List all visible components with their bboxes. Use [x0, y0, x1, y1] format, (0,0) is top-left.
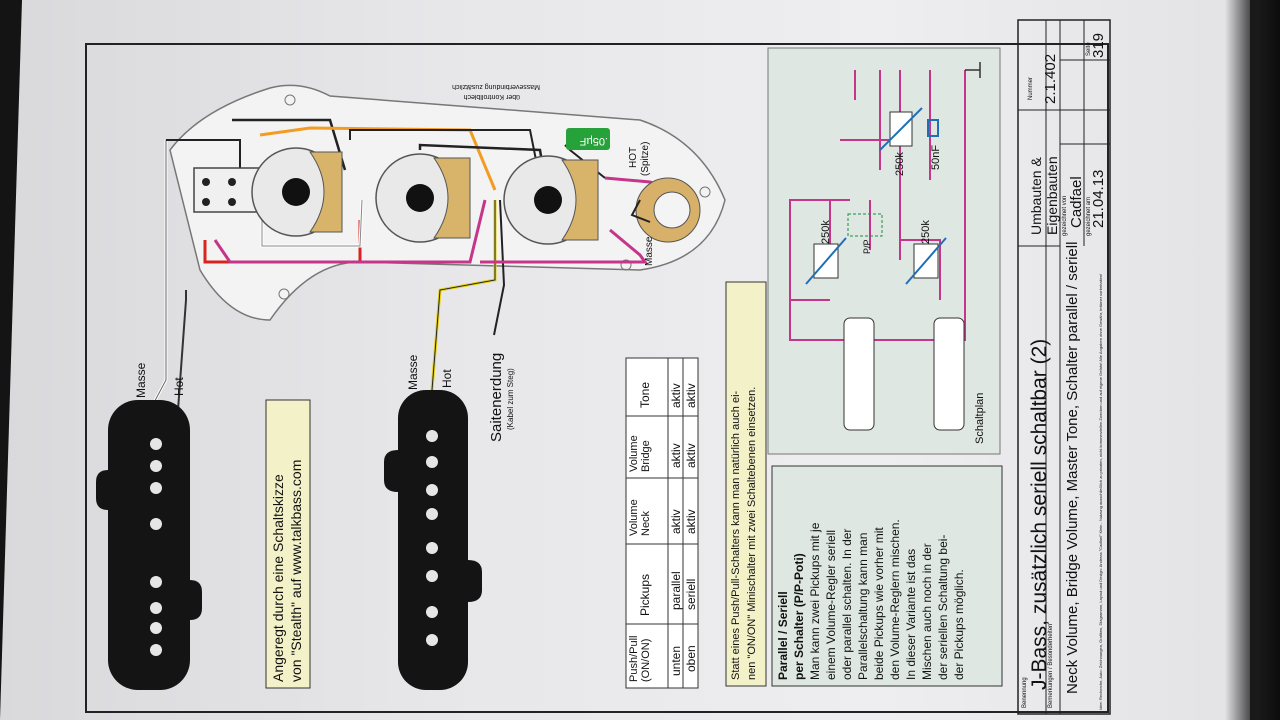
- bridge-masse-label: Masse: [406, 354, 420, 390]
- schematic-pot2: 250k: [820, 220, 832, 244]
- hot-spitze-line2: (Spitze): [640, 141, 651, 176]
- table-cell: aktiv: [684, 443, 698, 468]
- table-cell: aktiv: [684, 509, 698, 534]
- hot-spitze-line1: HOT: [628, 146, 639, 168]
- saitenerdung-label: Saitenerdung: [488, 352, 505, 442]
- massverbindung-line2: über Kontrollblech: [463, 93, 520, 100]
- schematic-pot1: 250k: [894, 152, 906, 176]
- info-line: In dieser Variante ist das: [904, 548, 918, 680]
- neck-volume-pot: [251, 147, 343, 237]
- info-line: beide Pickups wie vorher mit: [872, 527, 886, 680]
- neck-pickup: [96, 400, 202, 690]
- table-header-volume-neck: Volume Neck: [628, 499, 652, 536]
- tone-capacitor: [566, 128, 610, 150]
- table-header-tone: Tone: [638, 381, 652, 408]
- info-heading2: per Schalter (P/P-Poti): [792, 553, 806, 680]
- jack-masse-label: Masse: [644, 236, 655, 266]
- nummer-label: Nummer: [1028, 76, 1034, 100]
- saitenerdung-sub: (Kabel zum Steg): [506, 368, 515, 430]
- info-box: [771, 465, 1003, 687]
- neck-masse-label: Masse: [134, 362, 148, 398]
- neck-hot-label: Hot: [172, 377, 186, 396]
- bridge-hot-label: Hot: [440, 369, 454, 388]
- table-header-volume-bridge: Volume Bridge: [628, 435, 652, 472]
- table-cell: parallel: [669, 571, 683, 610]
- note-line1: Statt eines Push/Pull-Schalters kann man…: [730, 390, 742, 680]
- credit-line2: von "Stealth" auf www.talkbass.com: [288, 459, 304, 682]
- bridge-volume-pot: [375, 153, 471, 243]
- bridge-pickup: [384, 390, 482, 690]
- page-frame: [85, 43, 1109, 713]
- capacitor-label: .05µF: [579, 135, 608, 147]
- schematic-label: Schaltplan: [974, 392, 986, 444]
- table-cell: seriell: [684, 578, 698, 610]
- drawn-date: 21.04.13: [1090, 169, 1107, 228]
- info-heading1: Parallel / Seriell: [776, 591, 790, 680]
- author-name: Cadfael: [1068, 176, 1085, 228]
- fine-print: Idee: Recherche, Auto: Zeichnungen, Graf…: [1098, 273, 1103, 710]
- category-line1: Umbauten &: [1028, 157, 1044, 235]
- document-description: Neck Volume, Bridge Volume, Master Tone,…: [1064, 241, 1081, 694]
- schematic-lines: [789, 70, 966, 341]
- info-line: einem Volume-Regler seriell: [824, 529, 838, 680]
- note-box: [725, 281, 767, 687]
- table-header-pushpull: Push/Pull (ON/ON): [628, 635, 652, 682]
- output-jack: [630, 177, 701, 243]
- schematic-pickup-bridge: [933, 317, 965, 431]
- table-cell: aktiv: [684, 383, 698, 408]
- schematic-switch: P/P: [862, 239, 872, 254]
- tone-pot: [503, 155, 599, 245]
- table-cell: aktiv: [669, 383, 683, 408]
- info-line: Mischen auch noch in der: [920, 543, 934, 680]
- note-line2: nen "ON/ON" Minischalter mit zwei Schalt…: [746, 386, 758, 680]
- table-cell: unten: [669, 645, 683, 676]
- page-number: 319: [1090, 32, 1107, 58]
- table-cell: aktiv: [669, 443, 683, 468]
- info-line: Man kann zwei Pickups mit je: [808, 522, 822, 680]
- massverbindung-line1: Masseverbindung zusätzlich: [452, 83, 540, 90]
- schematic-pickup-neck: [843, 317, 875, 431]
- bemerkungen-label: Bemerkungen / Besonderheiten: [1048, 623, 1054, 708]
- table-header-pickups: Pickups: [638, 573, 652, 616]
- schematic-cap: 50nF: [930, 144, 942, 170]
- category-line2: Eigenbauten: [1044, 156, 1060, 235]
- table-cell: oben: [684, 645, 698, 672]
- info-line: den Volume-Reglern mischen.: [888, 519, 902, 680]
- credit-line1: Angeregt durch eine Schaltskizze: [270, 474, 286, 682]
- info-line: oder parallel schalten. In der: [840, 528, 854, 680]
- info-line: der Pickups möglich.: [952, 569, 966, 680]
- info-line: Parallelschaltung kann man: [856, 532, 870, 680]
- table-cell: aktiv: [669, 509, 683, 534]
- info-line: der seriellen Schaltung bei-: [936, 534, 950, 680]
- credit-box: [265, 399, 311, 689]
- mode-table: [625, 357, 699, 689]
- table-edge-shadow: [1225, 0, 1280, 720]
- document-number: 2.1.402: [1042, 53, 1059, 104]
- schematic-pot3: 250k: [920, 220, 932, 244]
